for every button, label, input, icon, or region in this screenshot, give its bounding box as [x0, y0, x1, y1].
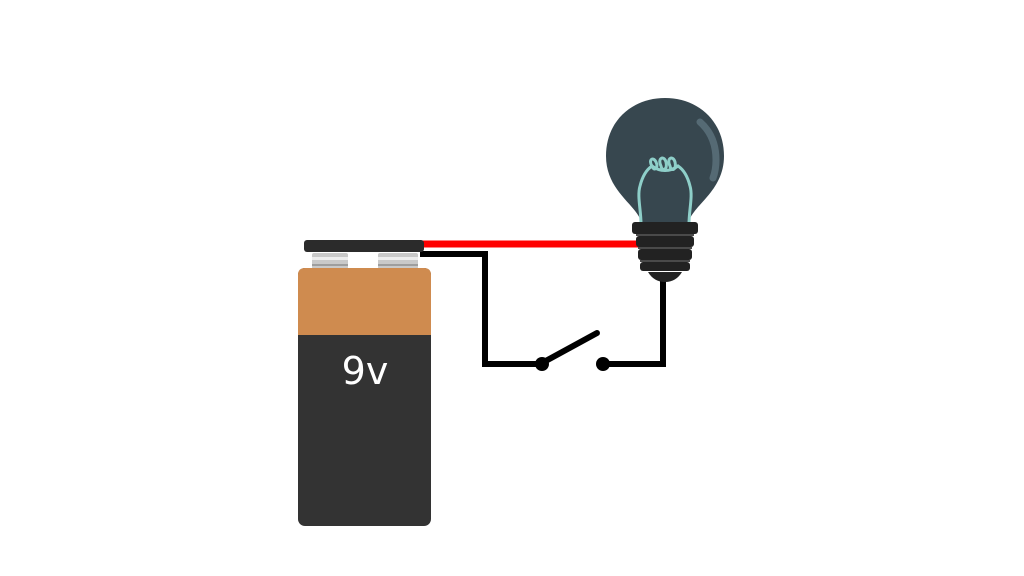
battery-cap	[304, 240, 424, 252]
switch-contact-left	[535, 357, 549, 371]
light-bulb	[606, 98, 724, 282]
bulb-filament	[637, 156, 693, 226]
switch-contact-right	[596, 357, 610, 371]
black-wire-bulb	[604, 280, 666, 367]
bulb-base	[632, 222, 698, 282]
bulb-highlight	[696, 118, 720, 182]
battery-terminal-left	[312, 253, 348, 269]
battery-voltage-label: 9v	[342, 349, 389, 393]
battery-terminal-right	[378, 253, 418, 269]
battery: 9v	[298, 240, 431, 526]
battery-top-band	[298, 268, 431, 335]
black-wire-negative	[420, 251, 541, 367]
circuit-wires	[420, 240, 666, 367]
open-switch[interactable]	[535, 330, 610, 371]
switch-lever[interactable]	[539, 330, 600, 366]
